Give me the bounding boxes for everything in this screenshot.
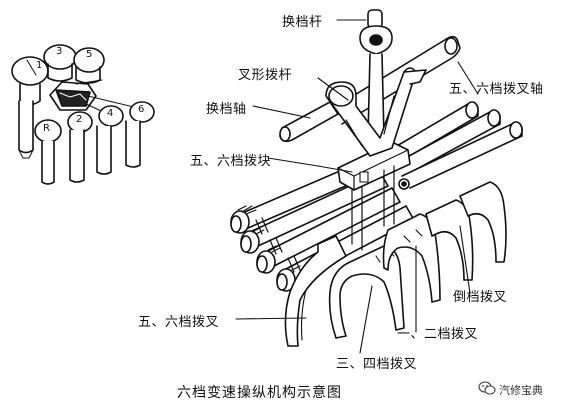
label-shift-shaft: 换档轴 bbox=[206, 102, 247, 117]
fork-1-2 bbox=[382, 213, 441, 303]
pattern-label-5: 5 bbox=[86, 49, 93, 60]
label-first-second-fork: 一、二档拨叉 bbox=[397, 327, 479, 342]
label-reverse-fork: 倒档拨叉 bbox=[453, 290, 508, 305]
pattern-knob-6 bbox=[125, 101, 155, 168]
label-third-fourth-fork: 三、四档拨叉 bbox=[336, 357, 418, 372]
watermark-text: 汽修宝典 bbox=[499, 384, 543, 397]
pattern-label-2: 2 bbox=[76, 114, 83, 125]
rod-knob-3 bbox=[256, 245, 281, 274]
fork-rear-large bbox=[459, 181, 507, 263]
pattern-knob-reverse bbox=[34, 119, 62, 185]
label-fifth-sixth-fork: 五、六档拨叉 bbox=[138, 315, 220, 330]
pattern-label-6: 6 bbox=[138, 104, 145, 115]
pattern-label-r: R bbox=[43, 123, 51, 134]
shift-pattern-illustration bbox=[11, 44, 155, 185]
pattern-knob-top-mid bbox=[43, 44, 77, 82]
figure-caption: 六档变速操纵机构示意图 bbox=[177, 385, 342, 401]
wechat-icon bbox=[478, 381, 496, 395]
pattern-center-boss bbox=[49, 81, 97, 111]
pattern-label-3: 3 bbox=[56, 46, 63, 57]
label-fifth-sixth-block: 五、六档拨块 bbox=[190, 154, 272, 169]
fork-shafts bbox=[279, 35, 523, 189]
label-fifth-sixth-fork-shaft: 五、六档拨叉轴 bbox=[449, 82, 544, 97]
rod-knob-4 bbox=[276, 263, 301, 292]
rod-knob-2 bbox=[240, 227, 265, 254]
pattern-label-1: 1 bbox=[36, 60, 43, 71]
rod-knob-1 bbox=[230, 205, 257, 234]
pattern-label-4: 4 bbox=[107, 108, 114, 119]
leader-lines bbox=[235, 19, 479, 354]
fork-5-6 bbox=[284, 235, 347, 347]
label-fork-lever: 叉形拨杆 bbox=[238, 68, 293, 83]
pattern-knob-2 bbox=[67, 111, 93, 183]
label-shift-lever: 换档杆 bbox=[282, 15, 323, 30]
pattern-knob-4 bbox=[96, 105, 124, 175]
